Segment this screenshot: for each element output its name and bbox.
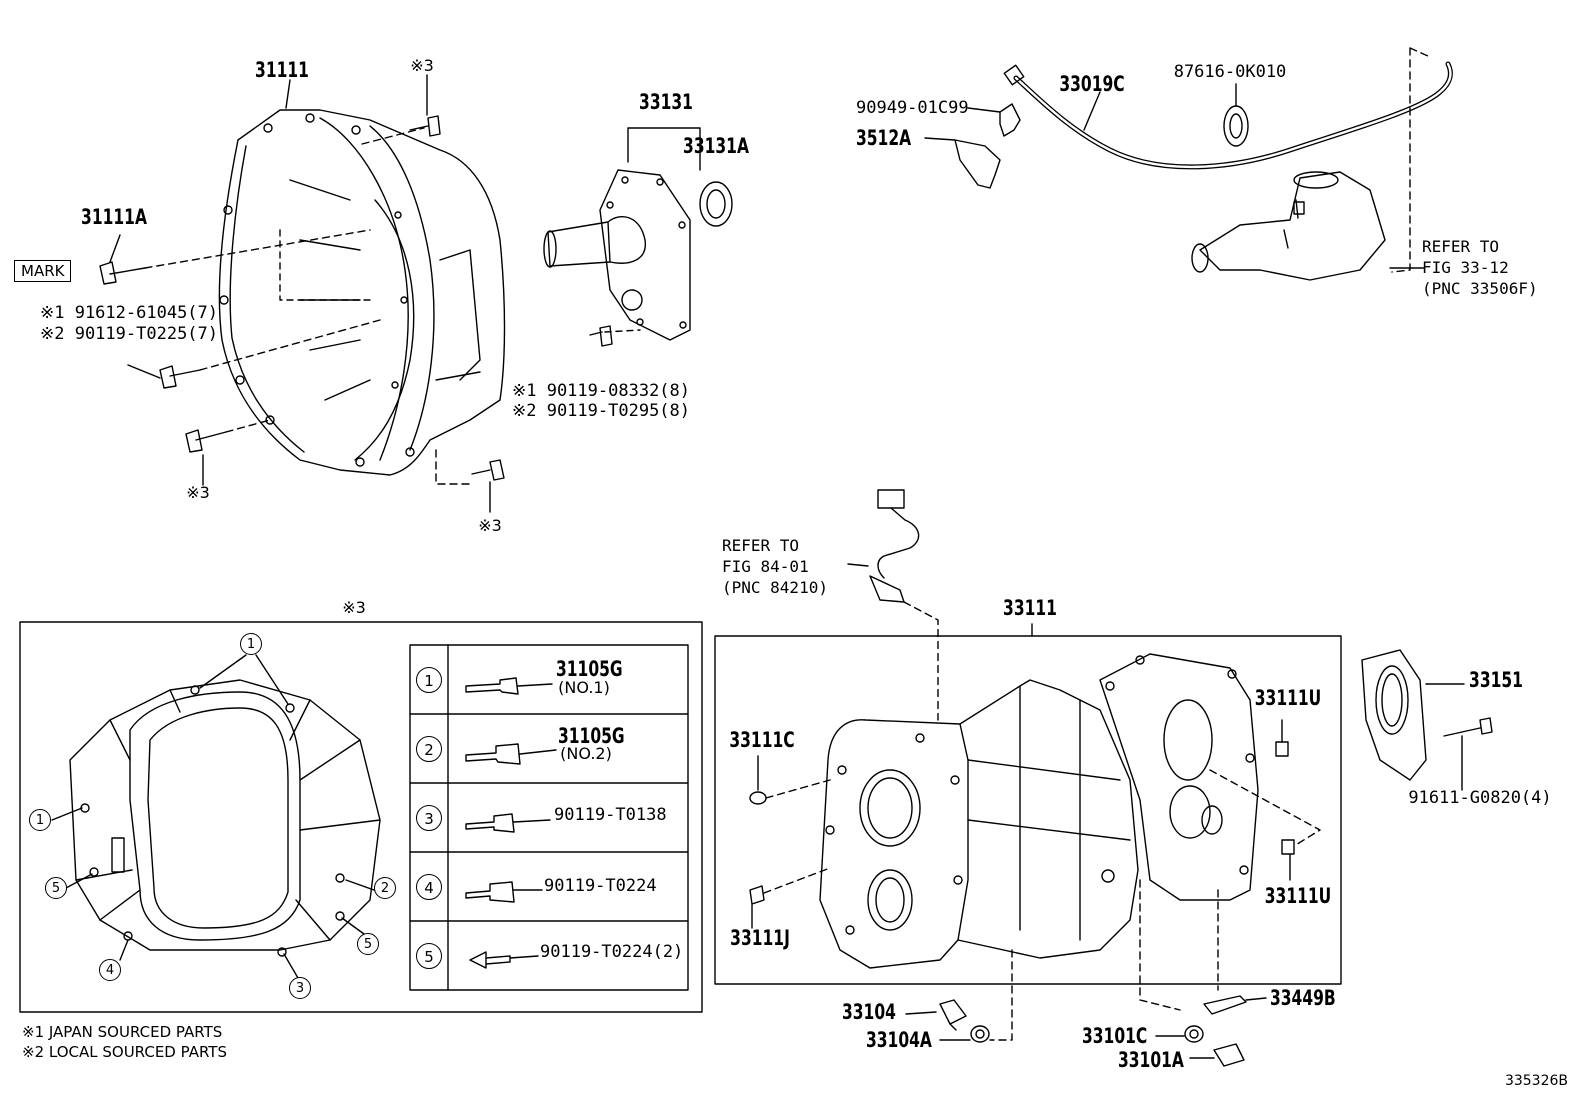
label-33019C: 33019C [1059,72,1125,96]
note3-marker: ※3 [186,483,210,502]
speed-sensor [847,489,939,721]
table-row-5-num: 5 [416,943,442,969]
figure-code: 335326B [1504,1073,1568,1089]
label-bolt-japan-1: ※1 91612-61045(7) [40,303,219,323]
label-3512A: 3512A [856,126,912,150]
label-33131A: 33131A [683,134,749,158]
table-row-2-part: 31105G [558,724,625,748]
label-33131: 33131 [639,90,693,114]
label-33101A: 33101A [1118,1048,1184,1072]
table-row-3-part: 90119-T0138 [554,805,667,825]
callout-1-left: 1 [29,809,51,831]
label-33111C: 33111C [729,728,795,752]
label-91611: 91611-G0820(4) [1408,788,1552,808]
bearing-retainer-33131 [543,127,733,341]
legend-note1: ※1 JAPAN SOURCED PARTS [22,1023,223,1041]
note3-detail-box [19,621,703,1013]
table-row-1-num: 1 [416,667,442,693]
clip-and-bracket [924,103,1021,189]
label-bolt-local-2: ※2 90119-T0225(7) [40,324,219,344]
table-row-4-part: 90119-T0224 [544,876,657,896]
table-row-5-part: 90119-T0224(2) [540,942,684,962]
mark-label: MARK [14,260,72,282]
table-row-4-num: 4 [416,874,442,900]
label-33111U-upper: 33111U [1254,686,1322,710]
label-33111J: 33111J [730,926,790,950]
callout-4-bottom: 4 [99,959,121,981]
rear-retainer-33151 [1361,649,1493,791]
label-33111-bottom: 33111 [1003,596,1057,620]
label-90949: 90949-01C99 [856,98,969,118]
refer-fig-33-12: REFER TO FIG 33-12 (PNC 33506F) [1422,237,1538,298]
hose-33019C [1003,47,1453,273]
legend-note2: ※2 LOCAL SOURCED PARTS [22,1043,227,1061]
table-row-1-part: 31105G [556,657,623,681]
bell-housing-31111 [218,109,506,476]
note3-marker: ※3 [478,516,502,535]
callout-3-bottom: 3 [289,977,311,999]
note3-marker: ※3 [410,56,434,75]
label-33449B: 33449B [1270,986,1336,1010]
label-33101C: 33101C [1082,1024,1148,1048]
table-row-3-num: 3 [416,805,442,831]
label-31111A: 31111A [81,205,147,229]
note3-box-title: ※3 [342,598,366,617]
drain-plugs [905,995,1267,1067]
label-bolt-k1: ※1 90119-08332(8) [512,381,691,401]
refer-fig-84-01: REFER TO FIG 84-01 (PNC 84210) [722,536,828,597]
callout-2-right: 2 [374,877,396,899]
housing-bolts [99,74,641,513]
label-31111-top: 31111 [255,58,309,82]
label-33151: 33151 [1469,668,1523,692]
table-row-2-num: 2 [416,736,442,762]
label-87616: 87616-0K010 [1173,62,1287,82]
callout-5-right: 5 [357,933,379,955]
label-33104A: 33104A [866,1028,932,1052]
label-33104: 33104 [842,1000,896,1024]
label-33111U-lower: 33111U [1264,884,1332,908]
callout-1-top: 1 [240,633,262,655]
label-bolt-k2: ※2 90119-T0295(8) [512,401,691,421]
extension-housing [1191,171,1425,281]
table-row-2-sub: (NO.2) [560,744,612,763]
transmission-case-33111 [714,623,1342,1041]
callout-5-left: 5 [45,877,67,899]
table-row-1-sub: (NO.1) [558,678,610,697]
